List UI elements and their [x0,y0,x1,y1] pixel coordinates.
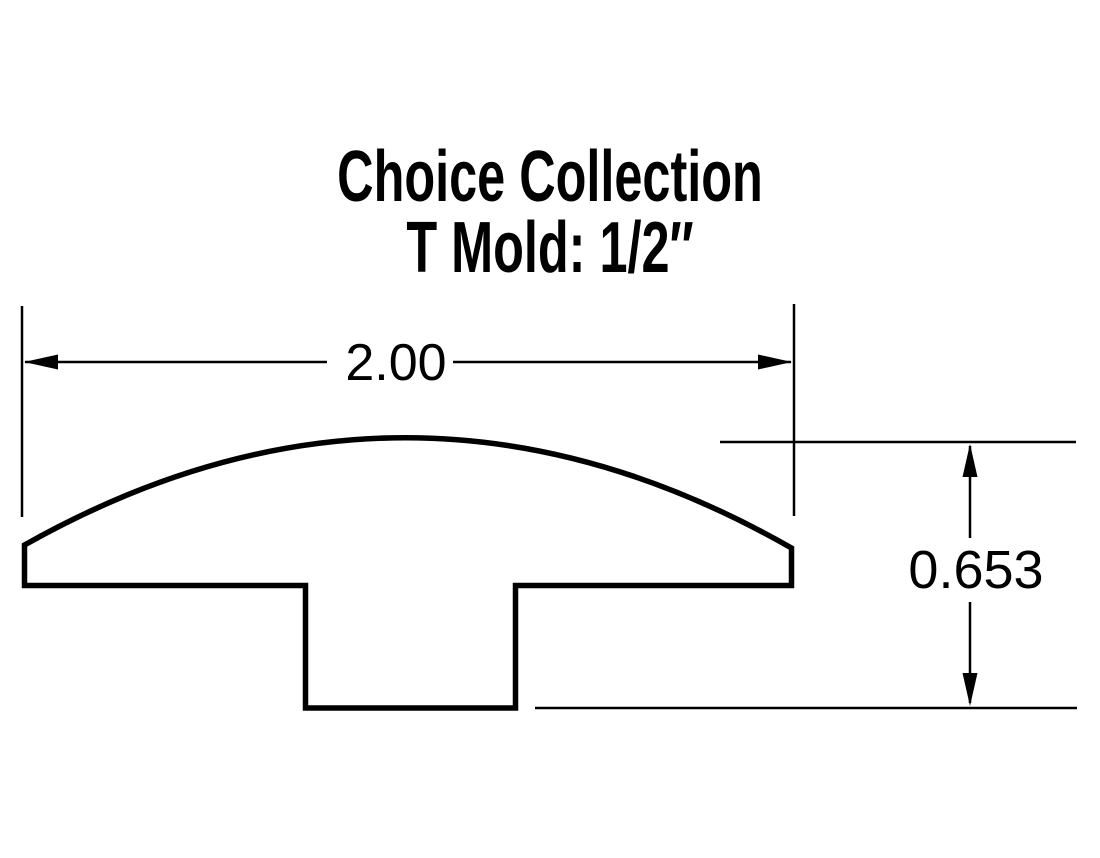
height-arrow-up-icon [962,444,978,477]
molding-profile-outline [21,435,795,711]
drawing-title-line1: Choice Collection [337,137,763,217]
width-arrow-left-icon [24,354,58,370]
drawing-title-line2: T Mold: 1/2″ [406,208,694,288]
height-dimension: 0.653 [535,440,1077,710]
width-arrow-right-icon [758,354,792,370]
height-dimension-value: 0.653 [908,540,1043,600]
width-dimension: 2.00 [20,304,796,517]
height-arrow-down-icon [962,673,978,706]
width-dimension-value: 2.00 [345,334,446,392]
